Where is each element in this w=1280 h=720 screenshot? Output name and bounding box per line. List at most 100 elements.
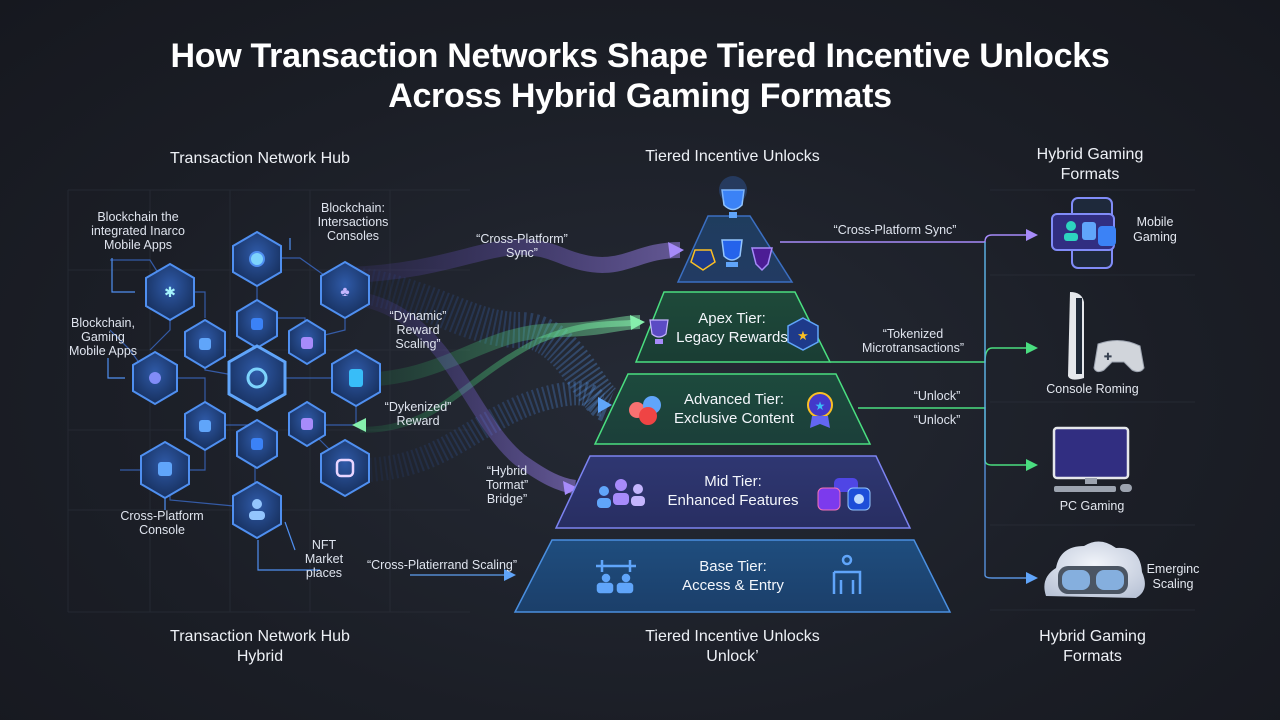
format-pc-label: PC Gaming xyxy=(1059,499,1125,513)
label-line: integrated Inarco xyxy=(91,224,185,238)
tier-mid-label: Mid Tier: Enhanced Features xyxy=(658,472,808,510)
format-console-label: Console Roming xyxy=(1046,382,1139,396)
label-line: Microtransactions” xyxy=(861,341,965,355)
flow-label-right-sync: “Cross-Platform Sync” xyxy=(833,223,957,237)
users-icon-mid xyxy=(597,479,645,508)
tier-subtitle: Exclusive Content xyxy=(673,410,795,427)
hub-label-blockchain-mobile: Blockchain the integrated Inarco Mobile … xyxy=(78,210,198,252)
trophy-icon xyxy=(719,176,747,218)
monitor-icon xyxy=(1052,426,1132,492)
formats-header-line-1: Hybrid Gaming xyxy=(1036,146,1144,163)
hub-label-blockchain-gaming: Blockchain, Gaming Mobile Apps xyxy=(58,316,148,358)
svg-text:★: ★ xyxy=(815,399,826,413)
hub-label-nft: NFT Market places xyxy=(292,538,356,580)
tier-subtitle: Enhanced Features xyxy=(667,492,799,509)
hex-node xyxy=(320,438,370,498)
game-pad-icon xyxy=(817,478,871,511)
flow-label-unlock-1: “Unlock” xyxy=(913,389,961,403)
svg-text:♣: ♣ xyxy=(340,283,349,299)
hex-node xyxy=(236,298,278,350)
label-line: Gaming xyxy=(1133,230,1177,244)
formats-footer-line-2: Formats xyxy=(1063,648,1122,665)
right-connectors xyxy=(780,234,1035,579)
label-line: “Tokenized xyxy=(882,327,944,341)
hub-footer-line-1: Transaction Network Hub xyxy=(170,628,350,645)
label-line: Bridge” xyxy=(486,492,528,506)
label-line: “Dynamic” xyxy=(389,309,447,323)
label-line: Blockchain: xyxy=(321,201,385,215)
formats-footer: Hybrid Gaming Formats xyxy=(995,627,1190,667)
flow-label-unlock-2: “Unlock” xyxy=(913,413,961,427)
hub-header: Transaction Network Hub xyxy=(170,150,350,167)
entry-gate-icon xyxy=(832,554,862,594)
label-line: Blockchain the xyxy=(97,210,179,224)
format-emerging-label: Emerginc Scaling xyxy=(1140,562,1206,592)
medal-icon: ★ xyxy=(807,392,833,428)
tier-title: Mid Tier: xyxy=(704,473,762,490)
star-badge-icon: ★ xyxy=(787,317,819,351)
label-line: Market xyxy=(304,552,344,566)
flow-arrowheads xyxy=(352,242,684,581)
hex-node: ♣ xyxy=(320,260,370,320)
tiers-footer-line-1: Tiered Incentive Unlocks xyxy=(645,628,820,645)
hex-node xyxy=(227,344,287,412)
hex-node xyxy=(232,480,282,540)
phone-icon xyxy=(1051,197,1116,269)
svg-text:★: ★ xyxy=(797,328,809,343)
tier-title: Advanced Tier: xyxy=(683,391,785,408)
users-icon-advanced xyxy=(629,396,661,425)
tier-title: Base Tier: xyxy=(699,558,767,575)
label-line: “Hybrid xyxy=(486,464,528,478)
tiers-footer-line-2: Unlock’ xyxy=(706,648,759,665)
svg-text:✱: ✱ xyxy=(164,284,176,300)
tier-subtitle: Access & Entry xyxy=(682,577,784,594)
label-line: Scaling” xyxy=(395,337,441,351)
access-icon xyxy=(596,560,636,594)
svg-text:✚: ✚ xyxy=(1104,352,1112,363)
tier-title: Apex Tier: xyxy=(698,310,766,327)
page-title: How Transaction Networks Shape Tiered In… xyxy=(0,36,1280,116)
label-line: Mobile Apps xyxy=(103,238,173,252)
tier-apex-label: Apex Tier: Legacy Rewards xyxy=(672,309,792,347)
label-line: places xyxy=(305,566,343,580)
hex-node: ✱ xyxy=(145,262,195,322)
formats-footer-line-1: Hybrid Gaming xyxy=(1039,628,1146,645)
hex-node xyxy=(232,230,282,288)
hub-footer-line-2: Hybrid xyxy=(236,648,284,665)
label-line: Mobile xyxy=(1136,215,1174,229)
formats-header-line-2: Formats xyxy=(1060,166,1120,183)
hex-node xyxy=(288,318,326,366)
right-arrowheads xyxy=(1026,229,1038,584)
hub-label-blockchain-consoles: Blockchain: Intersactions Consoles xyxy=(292,201,414,243)
label-line: Mobile Apps xyxy=(68,344,138,358)
hex-node xyxy=(184,400,226,452)
tier-advanced-label: Advanced Tier: Exclusive Content xyxy=(664,390,804,428)
format-mobile-label: Mobile Gaming xyxy=(1120,215,1190,245)
hex-node xyxy=(288,400,326,448)
hex-node xyxy=(132,350,178,406)
flow-label-dykenized: “Dykenized” Reward xyxy=(378,400,458,428)
label-line: Reward xyxy=(396,414,440,428)
label-line: Gaming xyxy=(81,330,125,344)
console-icon: ✚ xyxy=(1068,292,1145,380)
label-line: Emerginc xyxy=(1146,562,1200,576)
label-line: Reward xyxy=(396,323,440,337)
label-line: Intersactions xyxy=(317,215,389,229)
title-line-1: How Transaction Networks Shape Tiered In… xyxy=(170,37,1110,75)
tier-subtitle: Legacy Rewards xyxy=(676,329,788,346)
flow-label-cross-sync: “Cross-Platform” Sync” xyxy=(462,232,582,260)
label-line: NFT xyxy=(311,538,337,552)
label-line: Consoles xyxy=(326,229,380,243)
hub-hexagons: ✱ ♣ xyxy=(132,230,381,540)
label-line: Cross-Platform xyxy=(120,509,204,523)
hub-footer: Transaction Network Hub Hybrid xyxy=(140,627,380,667)
flow-bands xyxy=(349,238,681,576)
hex-node xyxy=(140,440,190,500)
legacy-trophy-icon xyxy=(649,319,669,344)
label-line: “Cross-Platform” xyxy=(476,232,568,246)
flow-label-hybrid: “Hybrid Tormat” Bridge” xyxy=(472,464,542,506)
title-line-2: Across Hybrid Gaming Formats xyxy=(388,77,892,115)
label-line: Scaling xyxy=(1152,577,1194,591)
tiers-footer: Tiered Incentive Unlocks Unlock’ xyxy=(610,627,855,667)
hex-node xyxy=(184,318,226,370)
